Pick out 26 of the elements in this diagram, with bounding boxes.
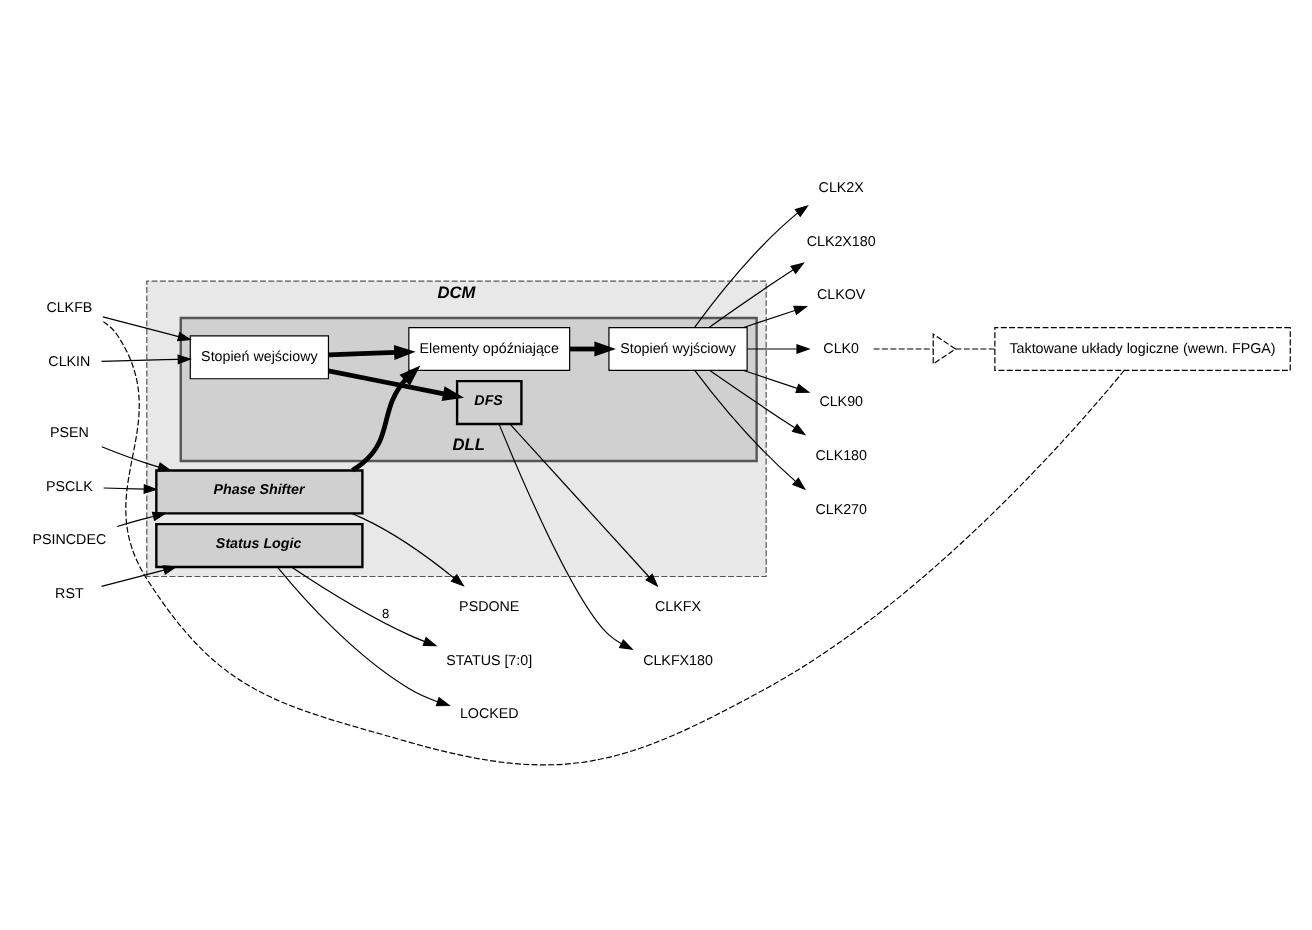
arrow xyxy=(101,445,173,471)
arrow xyxy=(708,261,805,328)
arrow xyxy=(743,368,811,392)
arrow xyxy=(509,422,659,587)
arrow xyxy=(351,364,421,472)
arrow xyxy=(103,483,158,494)
connector xyxy=(954,347,996,349)
arrow xyxy=(276,565,451,706)
arrow xyxy=(351,511,465,586)
arrow xyxy=(693,203,809,328)
arrow xyxy=(743,304,809,328)
connector xyxy=(102,319,1125,765)
arrow xyxy=(328,367,465,401)
arrow xyxy=(102,315,192,341)
arrow xyxy=(746,343,811,353)
connector xyxy=(873,347,934,349)
arrow xyxy=(291,565,438,646)
node-triangle xyxy=(932,332,957,364)
arrow xyxy=(570,340,616,356)
arrow xyxy=(116,510,167,527)
arrow xyxy=(709,369,807,435)
arrow xyxy=(100,353,192,364)
arrow xyxy=(694,369,807,490)
arrow xyxy=(100,564,178,586)
arrow xyxy=(328,343,416,359)
arrow xyxy=(498,422,634,649)
